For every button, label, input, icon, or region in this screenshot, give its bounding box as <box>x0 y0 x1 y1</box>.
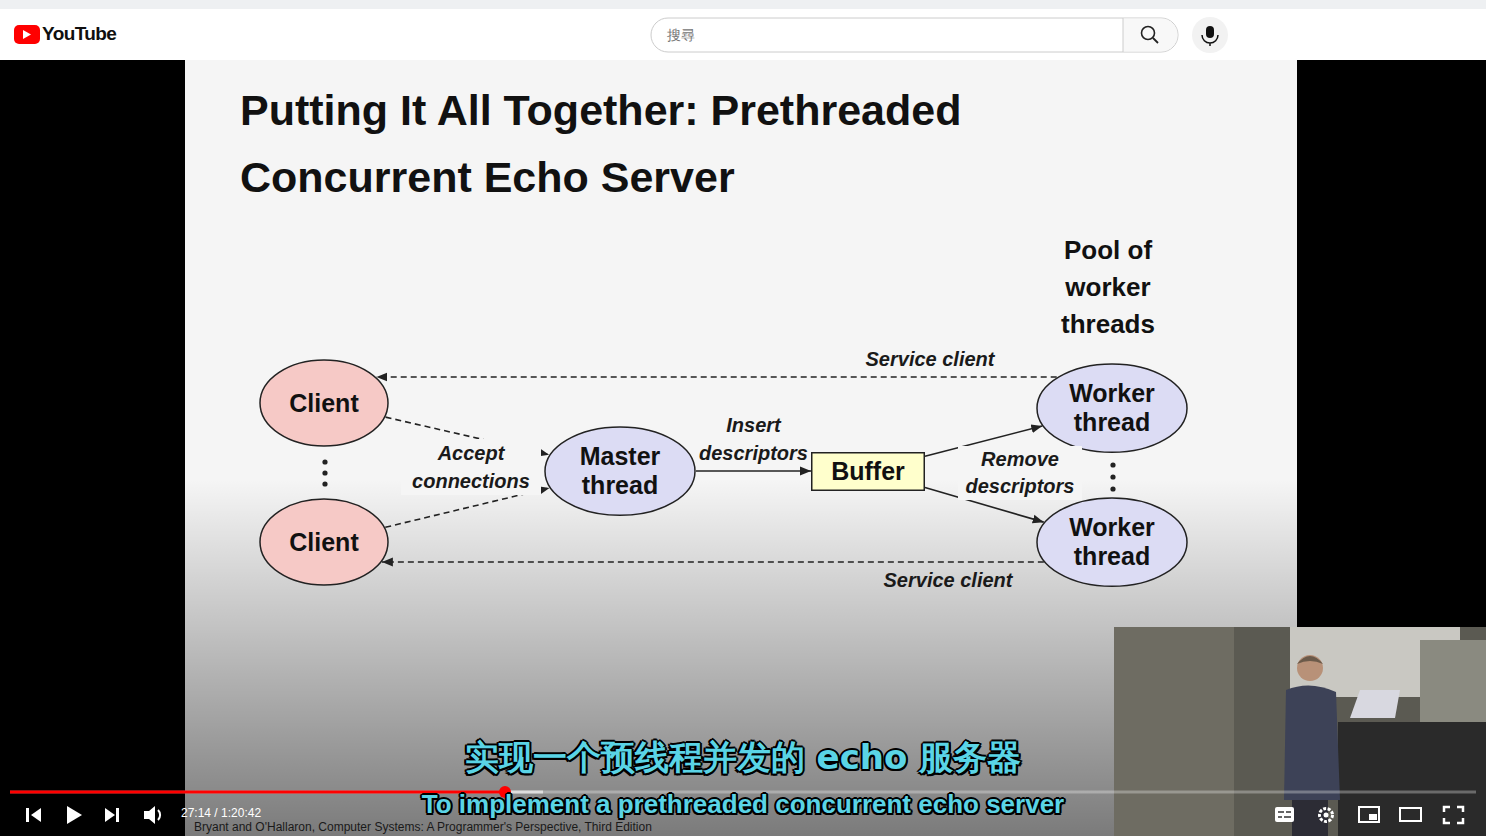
logo-icon <box>14 25 40 44</box>
search-icon <box>1153 38 1158 43</box>
dot <box>322 459 327 464</box>
webcam-inset <box>1114 627 1486 836</box>
logo-play <box>23 30 31 39</box>
laptop <box>1350 690 1400 718</box>
subtitle-chinese: 实现一个预线程并发的 echo 服务器 <box>465 736 1021 778</box>
dot <box>322 470 327 475</box>
edge-label: Service client <box>866 345 995 373</box>
node-label: Client <box>289 528 358 557</box>
thread-ellipse: Worker thread <box>1036 497 1188 587</box>
buffer-box: Buffer <box>811 452 925 491</box>
search-placeholder: 搜尋 <box>667 26 695 44</box>
node-label: Worker thread <box>1062 379 1162 437</box>
search-button <box>1123 19 1178 52</box>
edge-note: Accept connections <box>401 439 541 495</box>
slide-title: Putting It All Together: Prethreaded Con… <box>240 77 1200 211</box>
mic-icon <box>1206 26 1214 38</box>
node-text-block: Worker thread <box>1062 379 1162 437</box>
thread-ellipse: Master thread <box>544 426 696 516</box>
node-label: Client <box>289 389 358 418</box>
captions-icon <box>1278 812 1291 817</box>
node-text-block: Client <box>289 528 358 557</box>
slide-citation: Bryant and O'Hallaron, Computer Systems:… <box>194 821 652 834</box>
thread-ellipse: Worker thread <box>1036 363 1188 453</box>
search-box <box>651 18 1178 52</box>
ellipse-shape <box>545 427 695 515</box>
ellipse-shape <box>260 360 388 446</box>
node-text-block: Client <box>289 389 358 418</box>
thread-ellipse: Client <box>259 498 389 586</box>
thread-ellipse: Client <box>259 359 389 447</box>
site-logo-text: YouTube <box>42 23 116 45</box>
volume-icon <box>158 810 160 820</box>
dot <box>1110 474 1115 479</box>
webcam-frame <box>1114 627 1486 836</box>
podium <box>1338 722 1486 836</box>
miniplayer-icon <box>1359 807 1379 822</box>
dashed-connector <box>382 561 1044 563</box>
pool-heading: Pool of worker threads <box>1043 232 1173 343</box>
person <box>1297 655 1323 681</box>
miniplayer-icon <box>1369 814 1377 820</box>
person <box>1297 656 1323 664</box>
arrow-connector <box>696 470 811 472</box>
node-text-block: Master thread <box>570 442 670 500</box>
rect-shape <box>812 452 925 490</box>
theater-icon <box>1400 808 1421 821</box>
person <box>1292 800 1328 836</box>
mic-icon <box>1202 35 1218 46</box>
play-icon <box>67 806 82 824</box>
edge-label: Service client <box>884 566 1013 594</box>
video-area <box>0 60 1486 836</box>
prev-icon <box>26 808 29 822</box>
bookmark-strip <box>0 0 1486 9</box>
node-label: Worker thread <box>1062 513 1162 571</box>
edge-label: Insert descriptors <box>691 411 816 467</box>
ellipse-shape <box>1037 364 1187 452</box>
edge-note: Remove descriptors <box>958 446 1082 500</box>
search-divider <box>1123 18 1124 52</box>
top-bar <box>0 0 1486 60</box>
node-text-block: Worker thread <box>1062 513 1162 571</box>
subtitle-english: To implement a prethreaded concurrent ec… <box>422 790 1064 819</box>
settings-icon <box>1320 809 1333 822</box>
wall <box>1114 627 1234 836</box>
video-time: 27:14 / 1:20:42 <box>181 806 261 820</box>
fullscreen-icon <box>1444 807 1463 823</box>
captions-icon <box>1275 807 1294 822</box>
node-text-block: Buffer <box>831 457 905 486</box>
node-label: Master thread <box>570 442 670 500</box>
volume-icon <box>144 806 155 824</box>
ellipse-shape <box>1037 498 1187 586</box>
dot <box>1110 462 1115 467</box>
settings-icon <box>1324 813 1329 818</box>
person <box>1284 685 1340 800</box>
mic-button <box>1192 17 1228 53</box>
ellipse-shape <box>260 499 388 585</box>
control-shade <box>0 480 1486 836</box>
next-icon <box>116 808 119 822</box>
next-icon <box>105 808 115 822</box>
search-icon <box>1142 27 1155 40</box>
node-label: Buffer <box>831 457 905 486</box>
dashed-connector <box>376 376 1056 378</box>
prev-icon <box>31 808 41 822</box>
